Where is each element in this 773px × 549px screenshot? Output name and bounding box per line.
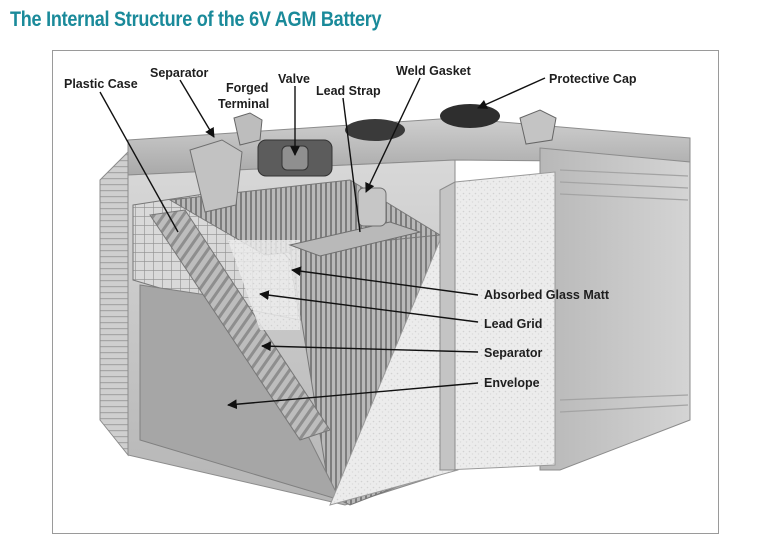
label-absorbed-glass-matt: Absorbed Glass Matt [484,288,610,302]
label-valve: Valve [278,72,310,86]
callout-separator-top [179,79,215,138]
battery-illustration [99,104,691,506]
callout-separator-right [261,341,479,353]
case-ribs [559,169,689,413]
callout-weld-gasket [365,77,421,193]
case-left-side [99,150,129,457]
lead-strap-post [357,187,387,227]
lead-strap [288,221,422,257]
divider-wall [439,181,456,471]
vent-cap-1 [345,119,405,141]
forged-terminal [189,139,243,213]
label-protective-cap: Protective Cap [549,72,637,86]
label-envelope: Envelope [484,376,540,390]
callout-lead-strap [342,97,361,233]
label-separator-top: Separator [150,66,208,80]
protective-cap-shape [440,104,500,128]
label-lead-grid: Lead Grid [484,317,542,331]
terminal-stud [233,112,263,146]
glass-matt-front [228,240,300,330]
label-separator-right: Separator [484,346,542,360]
callout-envelope [227,382,479,410]
label-lead-strap: Lead Strap [316,84,381,98]
callout-absorbed-glass-matt [291,266,479,296]
label-plastic-case: Plastic Case [64,77,138,91]
label-forged-terminal-1: Forged [226,81,268,95]
label-weld-gasket: Weld Gasket [396,64,472,78]
callout-protective-cap [477,77,546,109]
page-title: The Internal Structure of the 6V AGM Bat… [10,8,382,31]
separator-strips [149,209,331,441]
labels: Plastic Case Separator Forged Terminal V… [64,64,637,390]
callout-lines [99,77,546,410]
callout-lead-grid [259,290,479,323]
right-terminal [519,109,557,145]
label-forged-terminal-2: Terminal [218,97,269,111]
callout-plastic-case [99,91,179,233]
